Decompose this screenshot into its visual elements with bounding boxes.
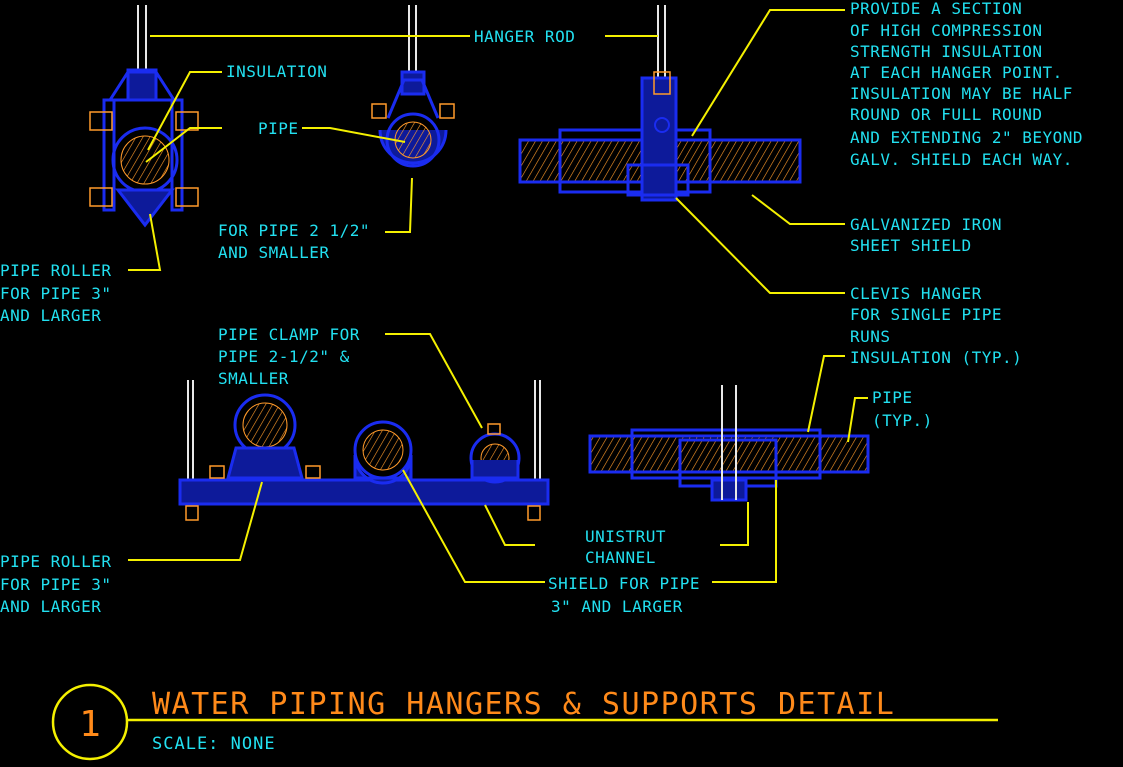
hanger-rods xyxy=(137,5,666,78)
pipe-clamp-line-2: PIPE 2-1/2" & xyxy=(218,347,350,366)
pipe-roller-bottom-line-3: AND LARGER xyxy=(0,597,101,616)
pipe-roller-top-line-2: FOR PIPE 3" xyxy=(0,284,111,303)
provide-section-line-4: AT EACH HANGER POINT. xyxy=(850,63,1063,82)
shield-for-pipe-line-2: 3" AND LARGER xyxy=(551,597,683,616)
leader-lines xyxy=(128,9,868,583)
provide-section-line-7: AND EXTENDING 2" BEYOND xyxy=(850,128,1083,147)
unistrut-channel-line-1: UNISTRUT xyxy=(585,527,666,546)
pipe-typ-line-1: PIPE xyxy=(872,388,913,407)
clevis-hanger-line-2: FOR SINGLE PIPE xyxy=(850,305,1002,324)
clevis-side-detail xyxy=(518,71,802,202)
pipe-roller-bottom-line-2: FOR PIPE 3" xyxy=(0,575,111,594)
pipe-typ-line-2: (TYP.) xyxy=(872,411,933,430)
detail-title: WATER PIPING HANGERS & SUPPORTS DETAIL xyxy=(152,687,895,722)
shield-side-detail xyxy=(588,385,870,502)
unistrut-detail xyxy=(178,380,550,521)
pipe-clamp-line-1: PIPE CLAMP FOR xyxy=(218,325,360,344)
galvanized-shield-line-2: SHEET SHIELD xyxy=(850,236,972,255)
provide-section-line-6: ROUND OR FULL ROUND xyxy=(850,105,1043,124)
provide-section-line-8: GALV. SHIELD EACH WAY. xyxy=(850,150,1073,169)
detail-number-circle xyxy=(51,683,129,761)
detail-number: 1 xyxy=(79,704,101,745)
clevis-small-detail xyxy=(371,70,455,168)
pipe-roller-top-line-3: AND LARGER xyxy=(0,306,101,325)
provide-section-line-3: STRENGTH INSULATION xyxy=(850,42,1043,61)
insulation-typ-label: INSULATION (TYP.) xyxy=(850,348,1022,367)
pipe-roller-top-line-1: PIPE ROLLER xyxy=(0,261,111,280)
provide-section-line-2: OF HIGH COMPRESSION xyxy=(850,21,1043,40)
for-pipe-small-line-1: FOR PIPE 2 1/2" xyxy=(218,221,370,240)
clevis-hanger-line-1: CLEVIS HANGER xyxy=(850,284,982,303)
galvanized-shield-line-1: GALVANIZED IRON xyxy=(850,215,1002,234)
scale-label: SCALE: NONE xyxy=(152,734,276,754)
shield-for-pipe-line-1: SHIELD FOR PIPE xyxy=(548,574,700,593)
provide-section-line-5: INSULATION MAY BE HALF xyxy=(850,84,1073,103)
for-pipe-small-line-2: AND SMALLER xyxy=(218,243,329,262)
provide-section-line-1: PROVIDE A SECTION xyxy=(850,0,1022,18)
insulation-label: INSULATION xyxy=(226,62,327,81)
pipe-label: PIPE xyxy=(258,119,299,138)
hanger-rod-label: HANGER ROD xyxy=(474,27,575,46)
title-block: 1 WATER PIPING HANGERS & SUPPORTS DETAIL… xyxy=(51,683,998,761)
pipe-roller-bottom-line-1: PIPE ROLLER xyxy=(0,552,111,571)
clevis-hanger-line-3: RUNS xyxy=(850,327,891,346)
unistrut-channel-line-2: CHANNEL xyxy=(585,548,656,567)
roller-hanger-detail xyxy=(89,68,199,228)
pipe-clamp-line-3: SMALLER xyxy=(218,369,289,388)
